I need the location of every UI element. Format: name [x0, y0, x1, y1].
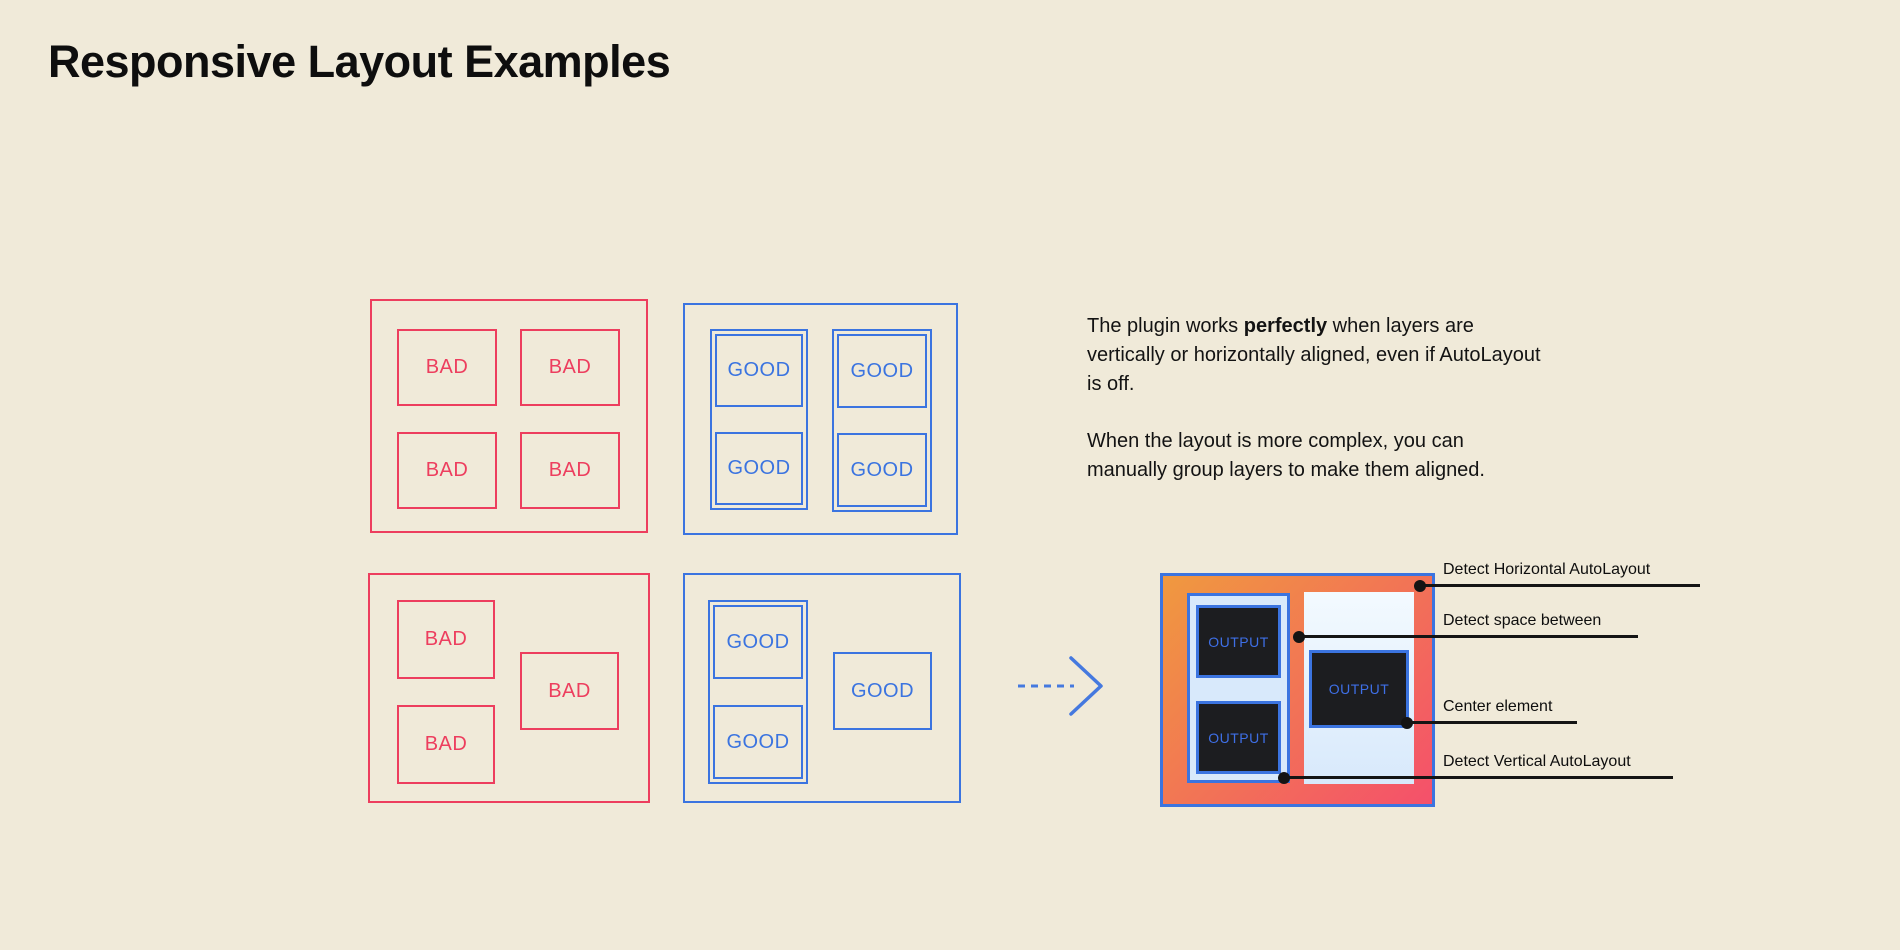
- bad-label: BAD: [424, 733, 468, 755]
- connector-line-vertical-autolayout: [1278, 771, 1673, 784]
- bad-box: BAD: [520, 329, 620, 406]
- bad-box: BAD: [397, 705, 495, 784]
- connector-line-space-between: [1293, 630, 1638, 643]
- good-label: GOOD: [850, 679, 915, 702]
- connector-dot: [1278, 771, 1290, 784]
- output-box-centered: OUTPUT: [1309, 650, 1409, 728]
- paragraph: The plugin works perfectly when layers a…: [1087, 312, 1545, 399]
- paragraph-bold-text: perfectly: [1243, 315, 1328, 337]
- output-label: OUTPUT: [1208, 633, 1269, 650]
- bad-box: BAD: [397, 600, 495, 679]
- bad-label: BAD: [425, 459, 469, 481]
- good-box: GOOD: [713, 705, 803, 779]
- paragraph-text: The plugin works: [1087, 315, 1244, 337]
- good-group-manual: GOOD GOOD GOOD: [683, 573, 961, 803]
- bad-box: BAD: [397, 432, 497, 509]
- paragraph: When the layout is more complex, you can…: [1087, 430, 1485, 481]
- bad-label: BAD: [425, 356, 469, 378]
- good-label: GOOD: [726, 630, 790, 653]
- good-label: GOOD: [726, 730, 790, 753]
- good-box: GOOD: [713, 605, 803, 679]
- connector-dot: [1293, 630, 1305, 643]
- bad-box: BAD: [520, 432, 620, 509]
- description-text: The plugin works perfectly when layers a…: [1087, 312, 1545, 485]
- output-box: OUTPUT: [1196, 605, 1281, 678]
- connector-line-center-element: [1401, 716, 1577, 729]
- connector-dot: [1401, 716, 1413, 729]
- bad-label: BAD: [424, 628, 468, 650]
- bad-group-scattered: BAD BAD BAD: [368, 573, 650, 803]
- good-box: GOOD: [715, 432, 803, 505]
- output-box: OUTPUT: [1196, 701, 1281, 774]
- page-title: Responsive Layout Examples: [48, 36, 671, 87]
- good-box: GOOD: [715, 334, 803, 407]
- annotation-center-element: Center element: [1443, 698, 1553, 715]
- good-box: GOOD: [833, 652, 932, 730]
- good-box: GOOD: [837, 334, 927, 408]
- bad-label: BAD: [548, 679, 591, 702]
- bad-group-aligned: BAD BAD BAD BAD: [370, 299, 648, 533]
- good-label: GOOD: [727, 359, 791, 381]
- output-label: OUTPUT: [1208, 729, 1269, 746]
- output-label: OUTPUT: [1328, 681, 1390, 697]
- good-column-group: GOOD GOOD: [708, 600, 808, 784]
- arrow-right-icon: [1018, 656, 1103, 716]
- paragraph-text: when layers are vertically or horizontal…: [1087, 315, 1541, 395]
- connector-dot: [1414, 579, 1426, 592]
- good-column-group: GOOD GOOD: [710, 329, 808, 510]
- good-column-group: GOOD GOOD: [832, 329, 932, 512]
- bad-label: BAD: [548, 356, 592, 378]
- good-label: GOOD: [850, 458, 914, 481]
- output-vertical-autolayout-group: OUTPUT OUTPUT: [1187, 593, 1290, 783]
- output-illustration: OUTPUT OUTPUT OUTPUT: [1160, 573, 1435, 807]
- annotation-detect-horizontal-autolayout: Detect Horizontal AutoLayout: [1443, 561, 1651, 578]
- annotation-detect-vertical-autolayout: Detect Vertical AutoLayout: [1443, 753, 1631, 770]
- good-box: GOOD: [837, 433, 927, 507]
- connector-line-horizontal-autolayout: [1414, 579, 1700, 592]
- good-label: GOOD: [850, 359, 914, 382]
- good-label: GOOD: [727, 457, 791, 479]
- bad-label: BAD: [548, 459, 592, 481]
- bad-box: BAD: [520, 652, 619, 730]
- annotation-detect-space-between: Detect space between: [1443, 612, 1602, 629]
- bad-box: BAD: [397, 329, 497, 406]
- good-group-aligned: GOOD GOOD GOOD GOOD: [683, 303, 958, 535]
